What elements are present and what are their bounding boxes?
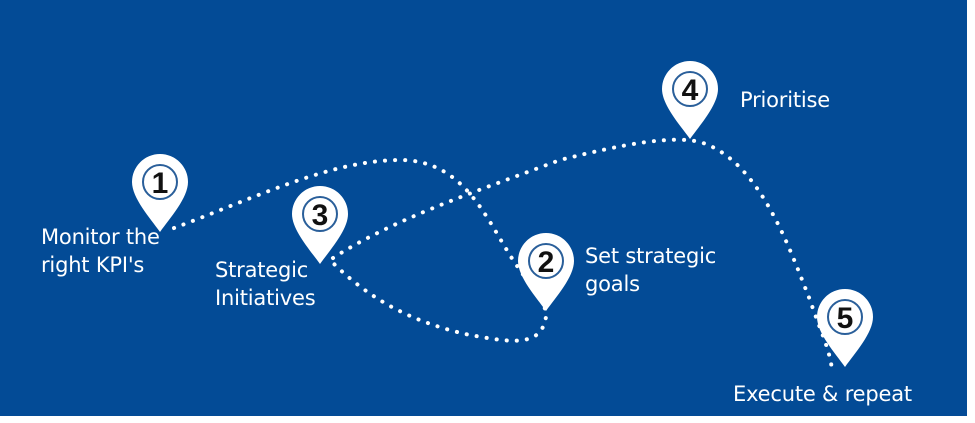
step-4-label: Prioritise bbox=[740, 86, 830, 114]
step-2-label-line-1: Set strategic bbox=[585, 244, 717, 268]
pin-ring bbox=[672, 71, 708, 107]
pin-ring bbox=[142, 164, 178, 200]
step-2-label: Set strategic goals bbox=[585, 242, 716, 298]
step-4-label-line-1: Prioritise bbox=[740, 88, 831, 112]
map-pin-icon: 5 bbox=[817, 289, 873, 367]
step-1-label: Monitor the right KPI's bbox=[41, 223, 160, 279]
step-number-3: 3 bbox=[312, 199, 329, 232]
step-2-label-line-2: goals bbox=[585, 272, 640, 296]
step-number-5: 5 bbox=[837, 302, 854, 335]
pin-ring bbox=[528, 243, 564, 279]
pin-ring bbox=[827, 299, 863, 335]
map-pin-icon: 2 bbox=[518, 233, 574, 311]
dotted-route-path bbox=[172, 137, 834, 372]
step-number-1: 1 bbox=[152, 167, 169, 200]
map-pin-icon: 1 bbox=[132, 154, 188, 232]
map-pin-icon: 3 bbox=[292, 186, 348, 264]
step-3-label-line-1: Strategic bbox=[215, 258, 309, 282]
step-5-label: Execute & repeat bbox=[733, 380, 912, 408]
step-3-label-line-2: Initiatives bbox=[215, 286, 316, 310]
map-pin-icon: 4 bbox=[662, 61, 718, 139]
pin-ring bbox=[302, 196, 338, 232]
step-3-label: Strategic Initiatives bbox=[215, 256, 316, 312]
step-number-2: 2 bbox=[538, 246, 555, 279]
step-5-label-line-1: Execute & repeat bbox=[733, 382, 912, 406]
step-number-4: 4 bbox=[682, 74, 699, 107]
step-1-label-line-1: Monitor the bbox=[41, 225, 160, 249]
step-1-label-line-2: right KPI's bbox=[41, 253, 145, 277]
